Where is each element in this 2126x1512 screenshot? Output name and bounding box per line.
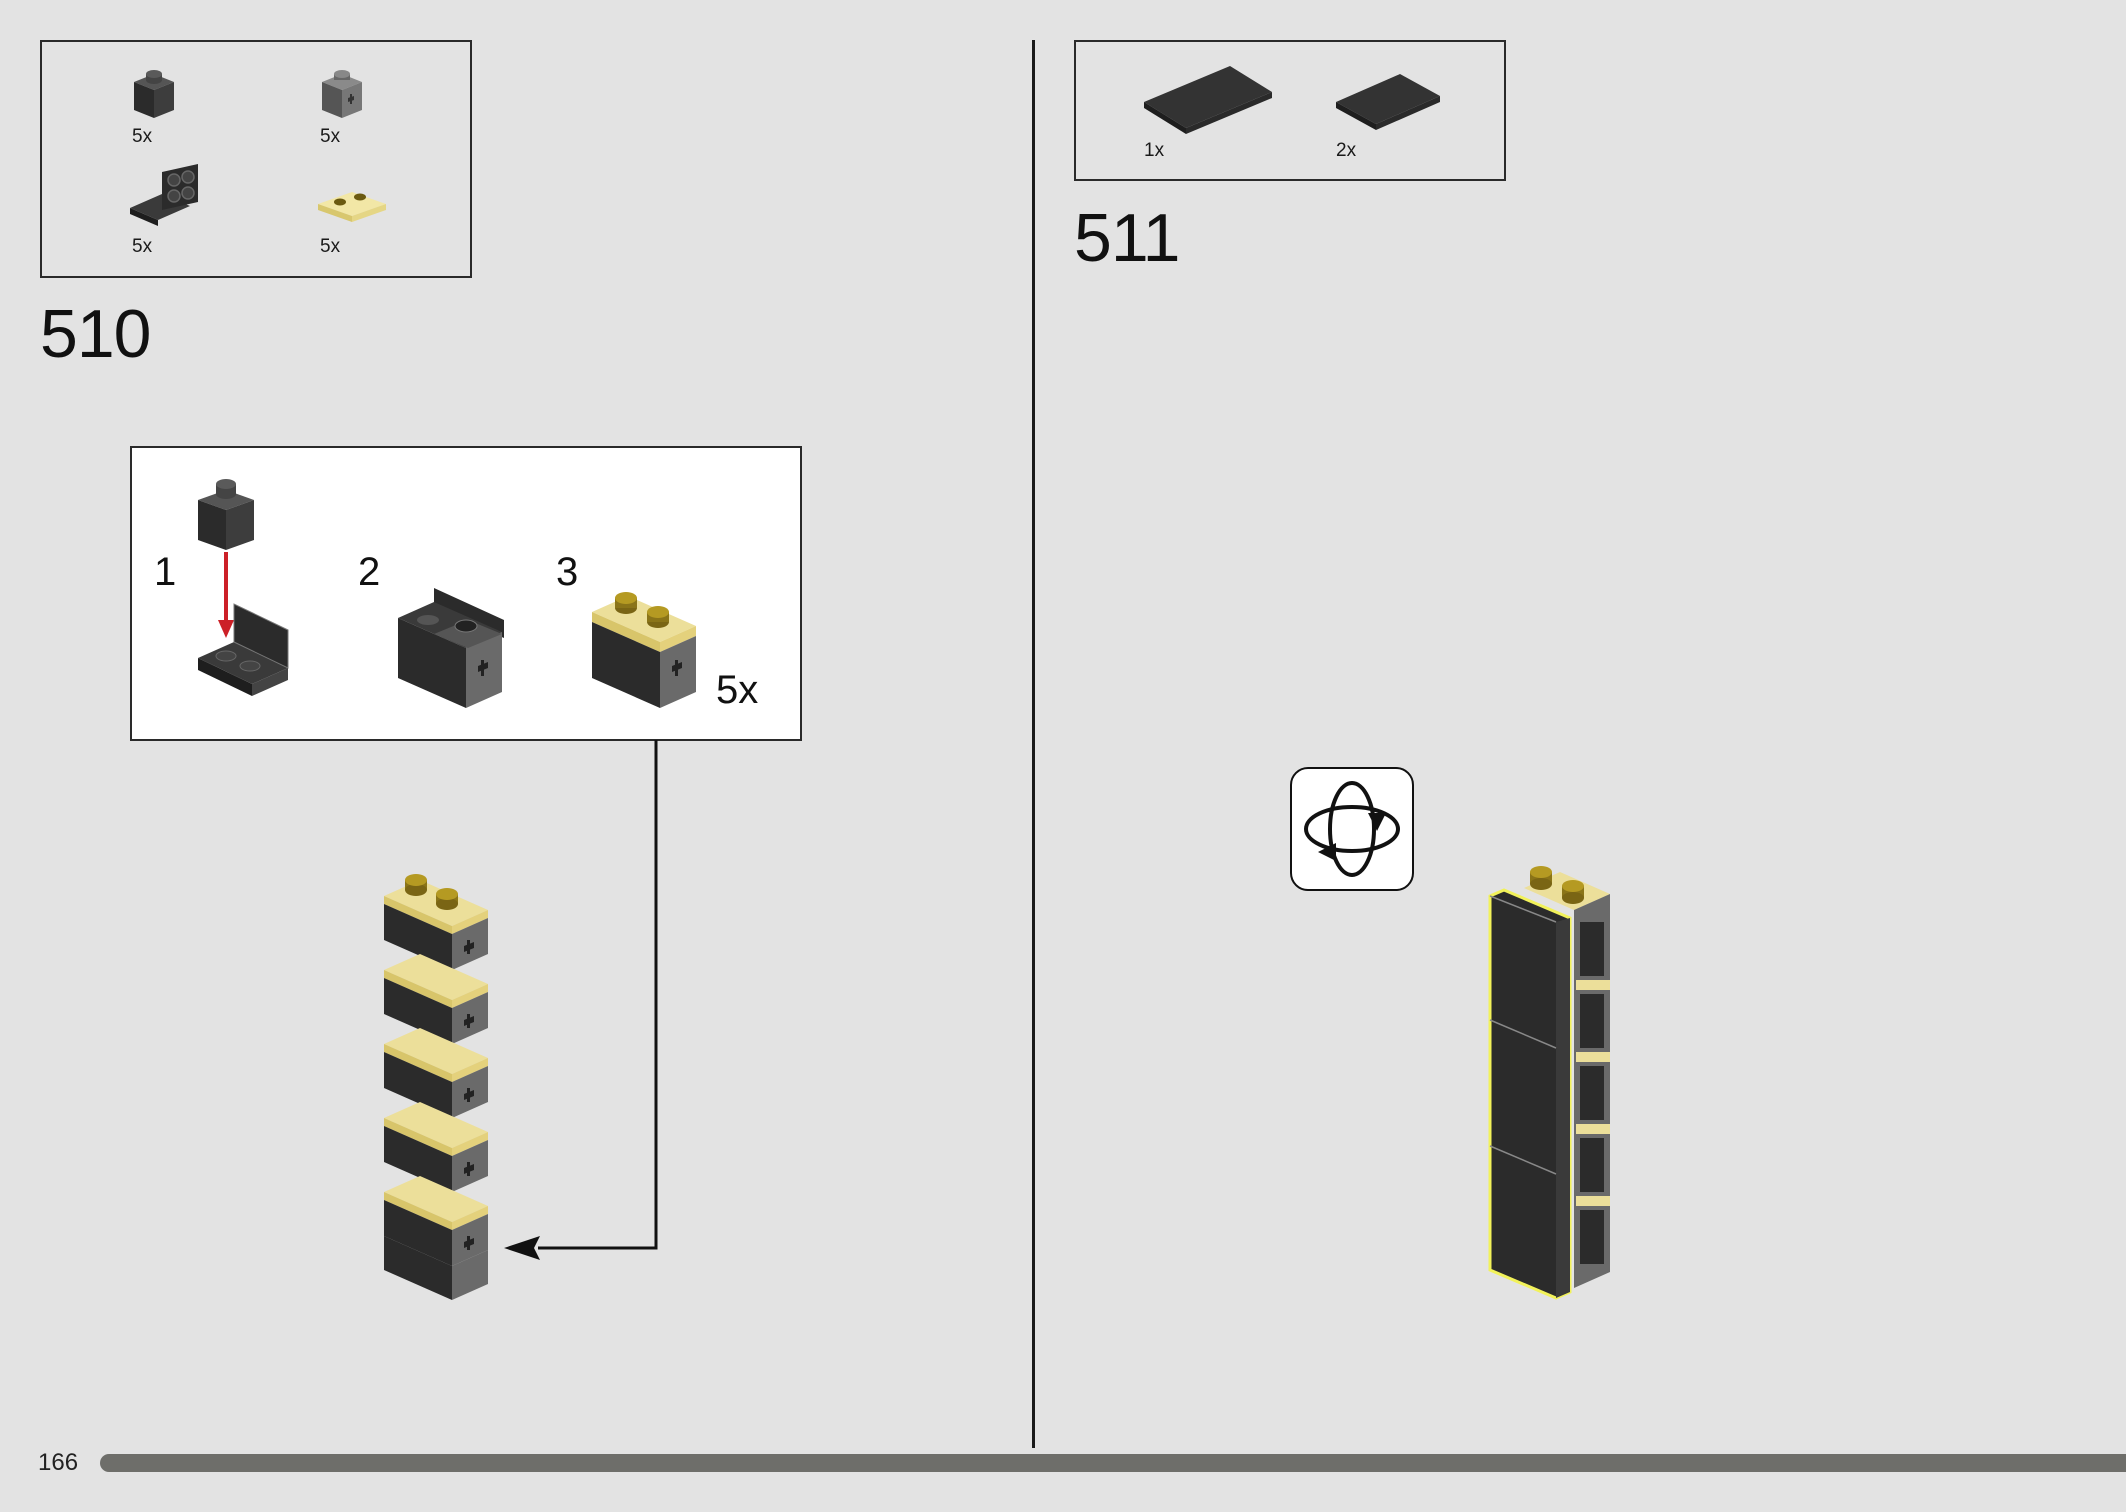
- callout-pointer-arrow: [490, 740, 670, 1260]
- stacked-assembly-510: [380, 870, 500, 1310]
- sub-assembly-box: 1 2 3: [130, 446, 802, 741]
- sub-step-1-illustration: [188, 472, 298, 712]
- step-number-510: 510: [40, 296, 151, 372]
- dark-gray-tile-large-icon: [1142, 64, 1274, 136]
- part-qty: 5x: [132, 236, 153, 257]
- page-divider: [1032, 40, 1035, 1448]
- sub-step-2-illustration: [394, 580, 506, 716]
- parts-list-511: 1x 2x: [1074, 40, 1506, 181]
- gray-technic-brick-1x1-icon: [318, 70, 366, 122]
- dark-gray-tile-small-icon: [1334, 70, 1444, 136]
- parts-list-510: 5x 5x 5x: [40, 40, 472, 278]
- part-qty: 2x: [1336, 140, 1357, 161]
- part-qty: 1x: [1144, 140, 1165, 161]
- sub-assembly-multiplier: 5x: [716, 668, 759, 712]
- trans-yellow-plate-1x2-icon: [316, 188, 388, 224]
- sub-step-number-2: 2: [358, 550, 381, 594]
- part-qty: 5x: [320, 126, 341, 147]
- progress-bar: [100, 1454, 2126, 1472]
- dark-gray-brick-1x1-icon: [130, 70, 178, 122]
- tower-assembly-511: [1484, 862, 1624, 1310]
- step-number-511: 511: [1074, 200, 1180, 276]
- dark-gray-bracket-2x2-icon: [128, 164, 204, 228]
- page-number: 166: [38, 1449, 79, 1476]
- sub-step-number-3: 3: [556, 550, 579, 594]
- part-qty: 5x: [320, 236, 341, 257]
- part-qty: 5x: [132, 126, 153, 147]
- sub-step-number-1: 1: [154, 550, 177, 594]
- sub-step-3-illustration: [588, 580, 700, 716]
- rotate-model-icon: [1290, 767, 1414, 891]
